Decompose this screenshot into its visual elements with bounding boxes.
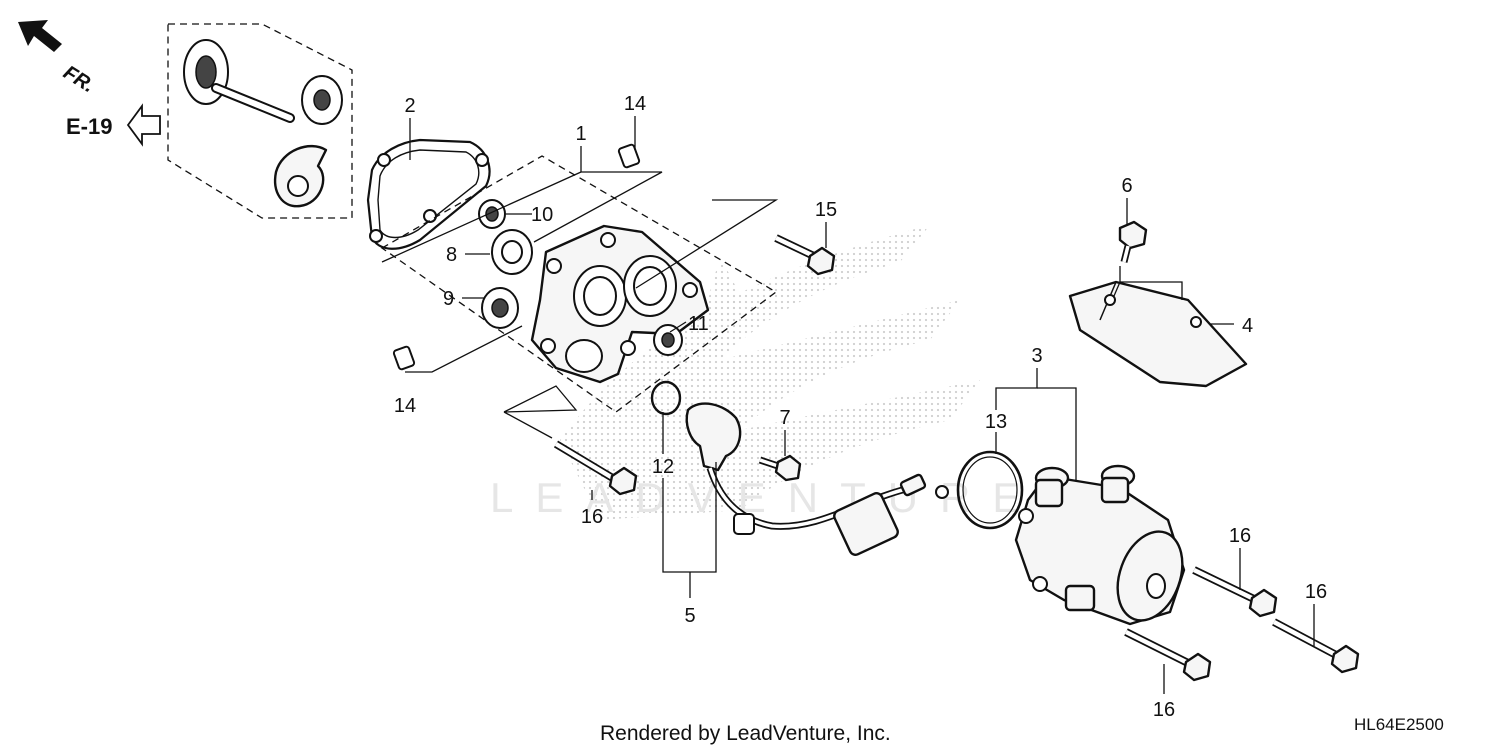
leader-lines	[381, 116, 1315, 694]
part-4-cover-plate[interactable]	[1068, 280, 1248, 388]
reference-e19[interactable]: E-19	[66, 103, 161, 147]
part-11-seal[interactable]	[653, 324, 683, 356]
callout-5[interactable]: 5	[684, 605, 695, 627]
callout-10[interactable]: 10	[531, 204, 553, 226]
callout-8[interactable]: 8	[446, 244, 457, 266]
part-10-seal[interactable]	[478, 199, 506, 229]
callout-14-upper[interactable]: 14	[624, 93, 646, 115]
part-16-bolt-right-lower[interactable]	[1124, 628, 1212, 682]
callout-16-left[interactable]: 16	[581, 506, 603, 528]
part-9-bearing[interactable]	[481, 287, 519, 329]
callout-3[interactable]: 3	[1031, 345, 1042, 367]
callout-15[interactable]: 15	[815, 199, 837, 221]
callout-9[interactable]: 9	[443, 288, 454, 310]
part-15-bolt[interactable]	[774, 234, 836, 276]
callout-16-right-lower[interactable]: 16	[1153, 699, 1175, 721]
part-1-cover-housing[interactable]	[530, 224, 710, 384]
credit-text: Rendered by LeadVenture, Inc.	[600, 722, 891, 745]
callout-14-lower[interactable]: 14	[394, 395, 416, 417]
part-12-o-ring[interactable]	[650, 380, 682, 416]
part-16-bolt-left[interactable]	[553, 440, 638, 496]
callout-7[interactable]: 7	[779, 407, 790, 429]
callout-1[interactable]: 1	[575, 123, 586, 145]
part-2-gasket[interactable]	[366, 138, 491, 250]
part-16-bolt-right-upper[interactable]	[1192, 566, 1278, 618]
part-14-dowel-pin-lower[interactable]	[392, 345, 416, 371]
part-8-bearing[interactable]	[491, 229, 533, 275]
watermark-text: LEADVENTURE	[490, 474, 1042, 521]
part-6-bolt[interactable]	[1118, 220, 1148, 263]
diagram-code: HL64E2500	[1354, 715, 1444, 734]
part-3-motor[interactable]	[1014, 464, 1194, 629]
gear-assembly	[183, 39, 343, 208]
callout-13[interactable]: 13	[985, 411, 1007, 433]
callout-12[interactable]: 12	[652, 456, 674, 478]
assembly-1-box	[380, 155, 778, 413]
front-direction-label: FR.	[59, 62, 98, 98]
part-5-sensor-harness[interactable]	[685, 402, 949, 557]
part-14-dowel-pin-upper[interactable]	[617, 143, 641, 169]
callout-16-right-upper[interactable]: 16	[1229, 525, 1251, 547]
part-7-bolt[interactable]	[758, 454, 802, 482]
part-16-bolt-far-right[interactable]	[1272, 618, 1360, 674]
callout-labels: 2 1 14 10 8 9 11 15 14 12 16 5 7 6 4 3 1…	[394, 93, 1327, 721]
part-13-o-ring[interactable]	[956, 450, 1024, 530]
gear-assembly-box	[167, 23, 353, 219]
watermark-wing-logo	[560, 225, 980, 520]
reference-label: E-19	[66, 114, 112, 139]
reference-arrow-icon	[126, 103, 161, 147]
callout-2[interactable]: 2	[404, 95, 415, 117]
callout-6[interactable]: 6	[1121, 175, 1132, 197]
callout-16-far-right[interactable]: 16	[1305, 581, 1327, 603]
callout-11[interactable]: 11	[688, 313, 709, 335]
callout-4[interactable]: 4	[1242, 315, 1253, 337]
front-direction-arrow-icon: FR.	[18, 20, 98, 97]
